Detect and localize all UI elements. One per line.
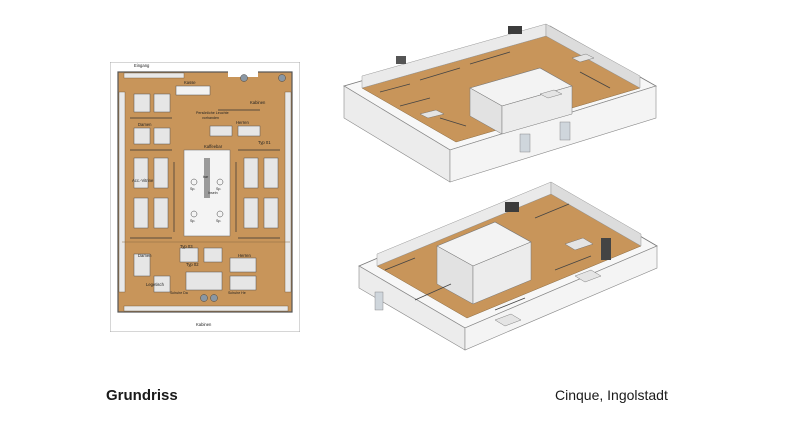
- column: [240, 74, 248, 82]
- display-tables: [133, 93, 279, 293]
- label-bar: bar: [203, 175, 209, 179]
- tables: [494, 237, 602, 327]
- label-entrance: Eingang: [134, 63, 150, 68]
- label-typ03: Typ 03: [180, 244, 193, 249]
- front-wall-right: [449, 85, 657, 183]
- door: [374, 291, 384, 311]
- label-herren-bottom: Herren: [238, 253, 251, 258]
- label-schuhe-he: Schuhe He: [228, 291, 246, 295]
- isometric-view-upper: [343, 23, 658, 183]
- label-sp-3: Sp.: [190, 219, 195, 223]
- caption-location: Cinque, Ingolstadt: [555, 387, 668, 403]
- poster: [601, 238, 611, 260]
- center-box-front: [472, 241, 532, 305]
- back-wall-right: [550, 181, 642, 247]
- label-acc-vitrine: Acc.-Vitrine: [132, 178, 154, 183]
- column: [200, 294, 208, 302]
- label-sp-2: Sp.: [216, 187, 221, 191]
- label-damen-bottom: Damen: [138, 253, 152, 258]
- wall-shelving: [118, 72, 292, 312]
- poster: [505, 202, 519, 212]
- label-typ01: Typ 01: [258, 140, 271, 145]
- label-vorhanden: vorhanden: [202, 116, 219, 120]
- label-kabinen-top: Kabinen: [250, 100, 266, 105]
- isometric-view-lower: [358, 181, 658, 351]
- label-damen-top: Damen: [138, 122, 152, 127]
- racks: [384, 203, 592, 311]
- column: [278, 74, 286, 82]
- label-persoenliche: Persönliche Leuchte: [196, 111, 229, 115]
- door: [519, 133, 531, 153]
- label-typ02: Typ 02: [186, 262, 199, 267]
- label-insel: Inseln: [208, 191, 218, 195]
- poster: [396, 56, 406, 64]
- caption-grundriss: Grundriss: [106, 387, 178, 404]
- entrance-notch: [228, 68, 258, 77]
- label-kasse: Kasse: [184, 80, 196, 85]
- back-wall-right: [545, 23, 641, 89]
- label-kabinen-bottom: Kabinen: [196, 322, 212, 327]
- label-sp-1: Sp.: [190, 187, 195, 191]
- poster: [508, 26, 522, 34]
- label-legetisch: Legetisch: [146, 282, 165, 287]
- cash-counter: [175, 85, 211, 96]
- floor-plan: Eingang Kasse Kabinen Persönliche Leucht…: [110, 62, 300, 332]
- label-sp-4: Sp.: [216, 219, 221, 223]
- column: [210, 294, 218, 302]
- label-kaffeebar: Kaffeebar: [204, 144, 223, 149]
- label-schuhe-da: Schuhe Da: [170, 291, 188, 295]
- racks: [379, 51, 611, 127]
- door: [559, 121, 571, 141]
- clothing-racks: [130, 109, 280, 239]
- tables: [419, 53, 595, 119]
- label-herren-top: Herren: [236, 120, 249, 125]
- mirror-symbols: [190, 178, 224, 218]
- bar-counter: [204, 158, 210, 198]
